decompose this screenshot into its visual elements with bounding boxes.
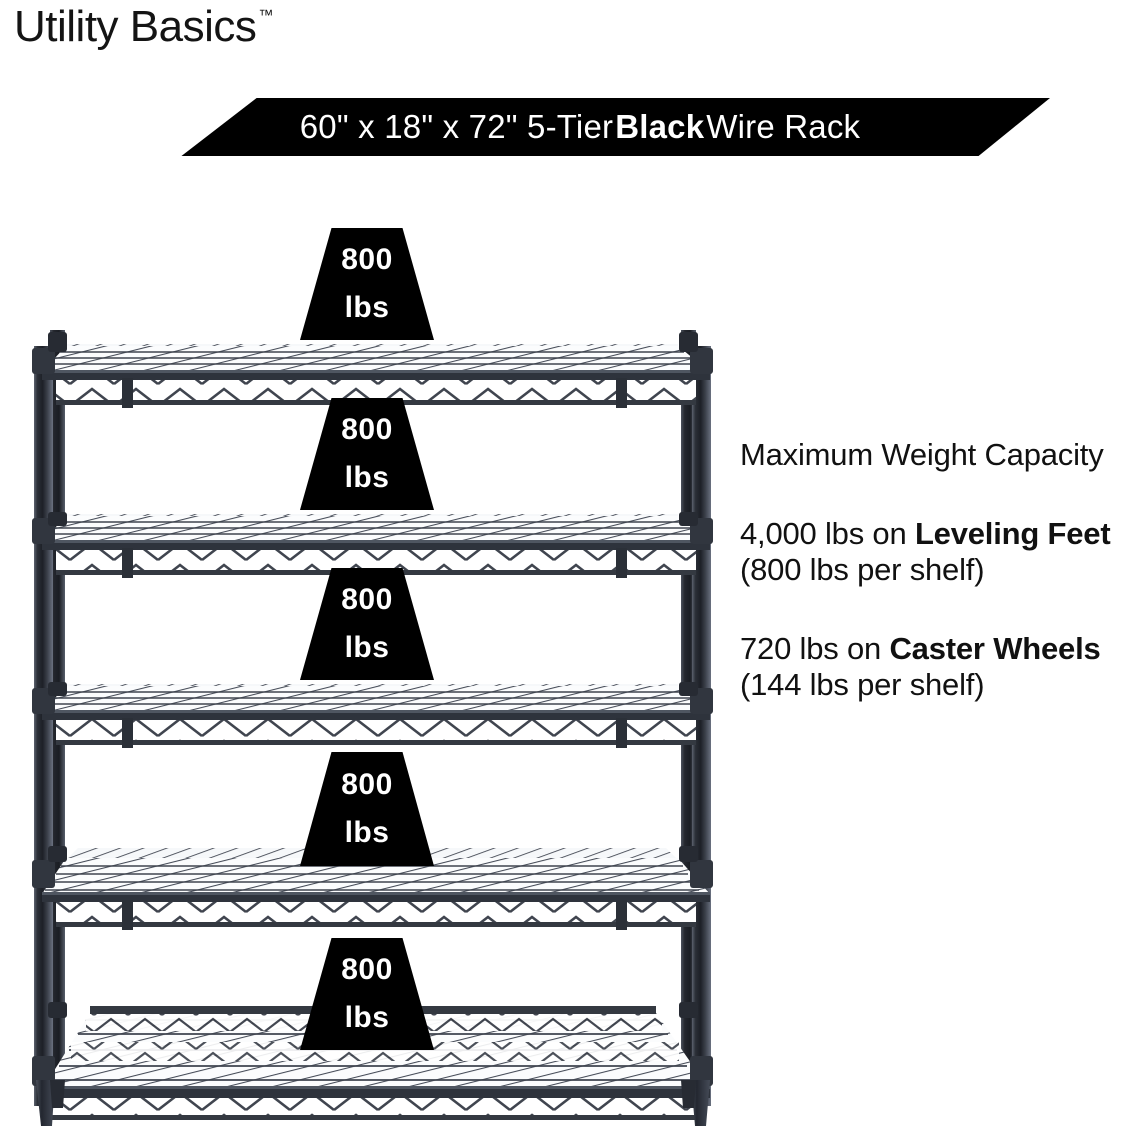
weight-badge-unit: lbs: [344, 1001, 390, 1034]
post-front-left: [34, 346, 53, 1106]
caster-amount: 720 lbs on: [740, 630, 890, 666]
shelf-collar-left: [32, 348, 55, 374]
brand-logo: Utility Basics ™: [14, 2, 274, 51]
leveling-label: Leveling Feet: [914, 515, 1111, 551]
weight-badge-amount: 800: [341, 768, 393, 802]
weight-badge-unit: lbs: [344, 291, 390, 324]
weight-badge-unit: lbs: [344, 461, 390, 494]
wire-rack-illustration: [26, 320, 726, 1131]
shelf-4: [32, 846, 713, 930]
capacity-copy-block: Maximum Weight Capacity 4,000 lbs on Lev…: [740, 437, 1132, 746]
weight-badge-shelf-1: 800 lbs: [300, 228, 434, 340]
leveling-feet: [36, 1080, 710, 1126]
weight-badge-amount: 800: [341, 243, 393, 277]
weight-badge-amount: 800: [341, 953, 393, 987]
weight-badge-unit: lbs: [344, 631, 390, 664]
caster-wheels-capacity: 720 lbs on Caster Wheels (144 lbs per sh…: [740, 631, 1132, 704]
banner-background-shape: [181, 98, 1050, 156]
shelf-3: [32, 682, 713, 748]
shelf-1: [32, 332, 713, 408]
weight-badge-unit: lbs: [344, 816, 390, 849]
shelf-collar-right: [690, 348, 713, 374]
banner-text-prefix: 60" x 18" x 72" 5-Tier: [299, 108, 614, 145]
leveling-foot-back-right: [681, 1080, 696, 1108]
leveling-foot-front-left: [36, 1080, 55, 1126]
leveling-feet-capacity: 4,000 lbs on Leveling Feet (800 lbs per …: [740, 516, 1132, 589]
leveling-foot-back-left: [50, 1080, 65, 1108]
trademark-symbol: ™: [258, 7, 274, 24]
brand-name: Utility Basics: [14, 2, 257, 51]
weight-badge-amount: 800: [341, 583, 393, 617]
banner-text-bold: Black: [615, 108, 705, 145]
leveling-foot-front-right: [691, 1080, 710, 1126]
weight-badge-amount: 800: [341, 413, 393, 447]
wire-rack-svg: [32, 330, 713, 1126]
banner-title-text: 60" x 18" x 72" 5-Tier Black Wire Rack: [110, 98, 1050, 156]
shelf-5: [32, 1002, 713, 1120]
capacity-heading: Maximum Weight Capacity: [740, 437, 1104, 472]
leveling-amount: 4,000 lbs on: [740, 515, 915, 551]
caster-detail: (144 lbs per shelf): [740, 667, 985, 703]
leveling-detail: (800 lbs per shelf): [740, 552, 985, 588]
title-banner: 60" x 18" x 72" 5-Tier Black Wire Rack: [0, 98, 1137, 160]
caster-label: Caster Wheels: [889, 630, 1101, 666]
banner-text-suffix: Wire Rack: [706, 108, 861, 145]
